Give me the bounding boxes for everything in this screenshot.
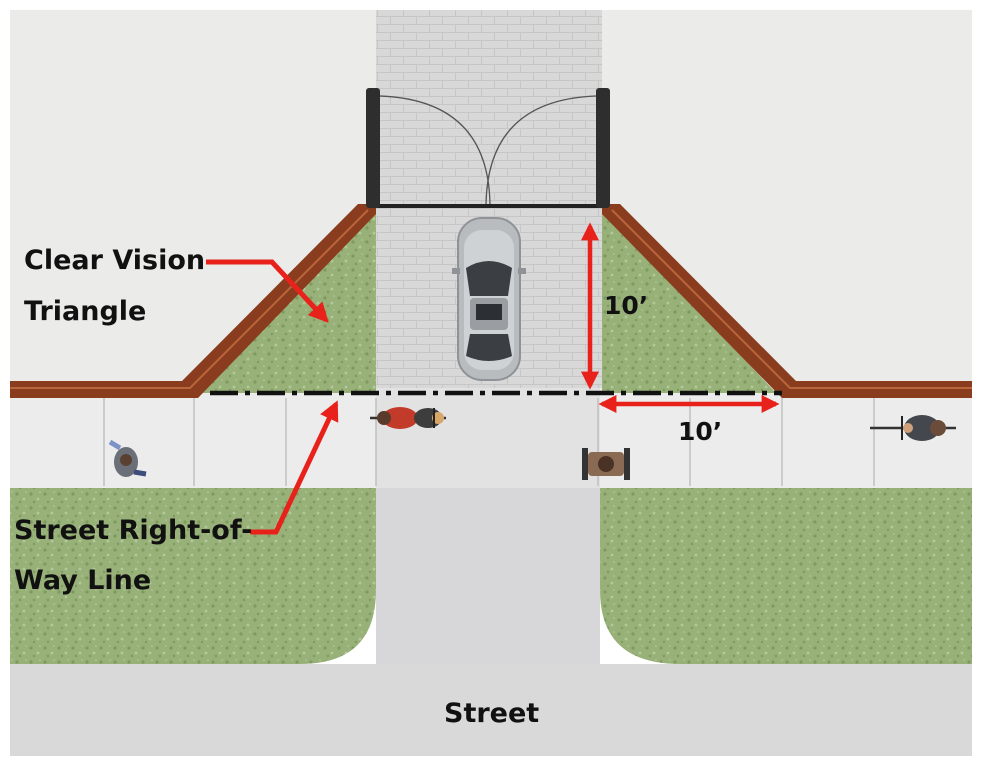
right-of-way-label-line1: Street Right-of- [14, 515, 253, 546]
pedestrian-icon [108, 439, 147, 477]
street-road [10, 664, 972, 756]
lawn-lower-right [600, 488, 972, 664]
callout-arrow-right-of-way [250, 400, 339, 535]
cyclist-icon [370, 407, 446, 429]
driveway-apron [376, 488, 600, 664]
fence-right [602, 204, 972, 398]
fence-left [10, 204, 376, 398]
right-of-way-label-line2: Way Line [14, 565, 152, 596]
street-label: Street [444, 698, 540, 729]
callout-arrow-clear-vision [206, 259, 329, 323]
lawn-lower-left [10, 488, 376, 664]
driveway-crossing [376, 388, 600, 488]
dimension-label-vertical: 10’ [604, 291, 649, 320]
clear-vision-label-line1: Clear Vision [24, 245, 206, 276]
gate-icon [366, 88, 610, 208]
sidewalk-joints [103, 398, 875, 486]
clear-vision-label-line2: Triangle [24, 296, 147, 327]
car-icon [452, 217, 526, 381]
dimension-label-horizontal: 10’ [678, 417, 723, 446]
cyclist-icon [870, 415, 956, 441]
wheelchair-user-icon [582, 448, 630, 480]
